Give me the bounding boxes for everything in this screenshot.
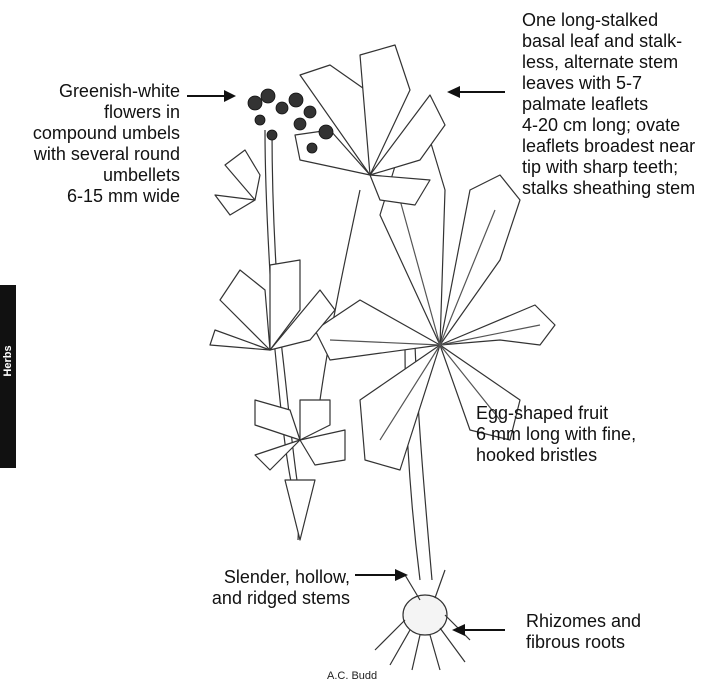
small-stem-leaf — [215, 150, 260, 215]
roots-arrow-icon — [452, 624, 465, 636]
middle-stem-leaf — [210, 260, 335, 350]
upper-stem-leaf — [295, 45, 445, 205]
roots-label: Rhizomes and fibrous roots — [526, 611, 706, 653]
stems-label: Slender, hollow, and ridged stems — [165, 567, 350, 609]
stems-arrow-icon — [395, 569, 408, 581]
rhizome-roots — [375, 570, 470, 670]
illustrator-credit: A.C. Budd — [327, 670, 377, 682]
fruit-label: Egg-shaped fruit 6 mm long with fine, ho… — [476, 403, 696, 466]
leaves-arrow-icon — [447, 86, 460, 98]
flowers-label: Greenish-white flowers in compound umbel… — [0, 81, 180, 207]
lower-stem-leaf — [255, 400, 345, 540]
leaves-label: One long-stalked basal leaf and stalk- l… — [522, 10, 720, 199]
stem-left — [320, 190, 360, 400]
flowers-arrow-icon — [224, 90, 236, 102]
